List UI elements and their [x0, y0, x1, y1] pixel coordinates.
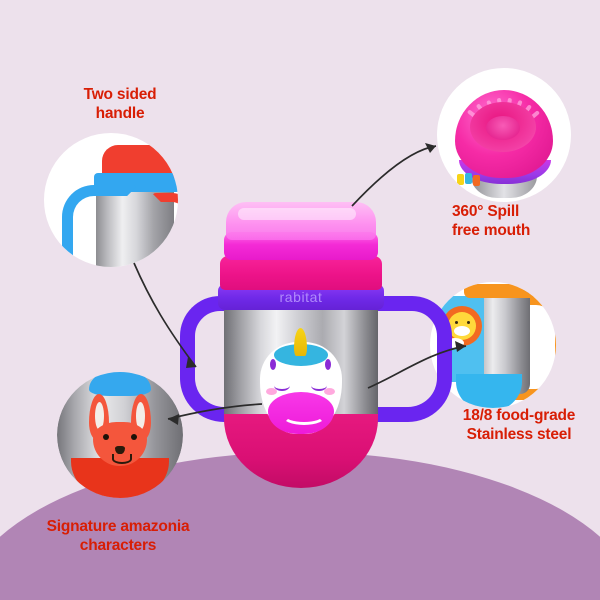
pointer-arrow-spill-free-mouth	[425, 143, 436, 153]
lion-eye-left	[455, 321, 458, 324]
callout-label-stainless-steel: 18/8 food-grade Stainless steel	[462, 407, 576, 443]
lion-snout	[454, 326, 470, 336]
unicorn-horn	[294, 328, 307, 356]
lid-closeup-sticker-chips	[457, 172, 487, 190]
unicorn-smile	[282, 406, 326, 425]
steel-bottle-orange-handle	[504, 294, 556, 400]
unicorn-ear-inner-left	[270, 359, 276, 370]
steel-bottle-top-band	[464, 284, 536, 298]
callout-label-two-sided-handle: Two sided handle	[83, 86, 157, 122]
lid-highlight	[238, 208, 356, 220]
fox-ear-inner-left	[95, 402, 104, 430]
callout-label-spill-free-mouth: 360° Spill free mouth	[452, 203, 531, 239]
bottle-lid	[226, 202, 376, 240]
lion-eye-right	[467, 321, 470, 324]
callout-bubble-spill-free-mouth	[437, 68, 571, 202]
fox-character	[87, 394, 153, 468]
callout-label-signature-characters: Signature amazonia characters	[46, 518, 190, 554]
character-globe-blue-cap	[89, 372, 151, 396]
lid-closeup-center	[486, 116, 520, 140]
steel-bottle-base	[456, 374, 522, 408]
unicorn-ear-inner-right	[325, 359, 331, 370]
fox-eye-right	[131, 434, 137, 440]
unicorn-eye-right	[311, 380, 327, 391]
fox-mouth	[112, 454, 132, 464]
handle-bottle-right-handle	[152, 193, 178, 267]
handle-bottle-left-handle	[62, 185, 138, 267]
brand-logo-text: rabitat	[279, 289, 323, 305]
fox-eye-left	[103, 434, 109, 440]
callout-bubble-two-sided-handle	[44, 133, 178, 267]
fox-nose	[115, 446, 125, 454]
main-product-bottle: rabitat	[176, 196, 452, 506]
unicorn-character-badge	[254, 328, 348, 438]
fox-ear-inner-right	[136, 402, 145, 430]
handle-bottle-rivet	[166, 251, 171, 256]
callout-bubble-signature-characters	[57, 372, 183, 498]
unicorn-cheek-right	[324, 388, 335, 395]
unicorn-eye-left	[274, 380, 290, 391]
bottle-collar	[220, 256, 382, 290]
unicorn-cheek-left	[266, 388, 277, 395]
